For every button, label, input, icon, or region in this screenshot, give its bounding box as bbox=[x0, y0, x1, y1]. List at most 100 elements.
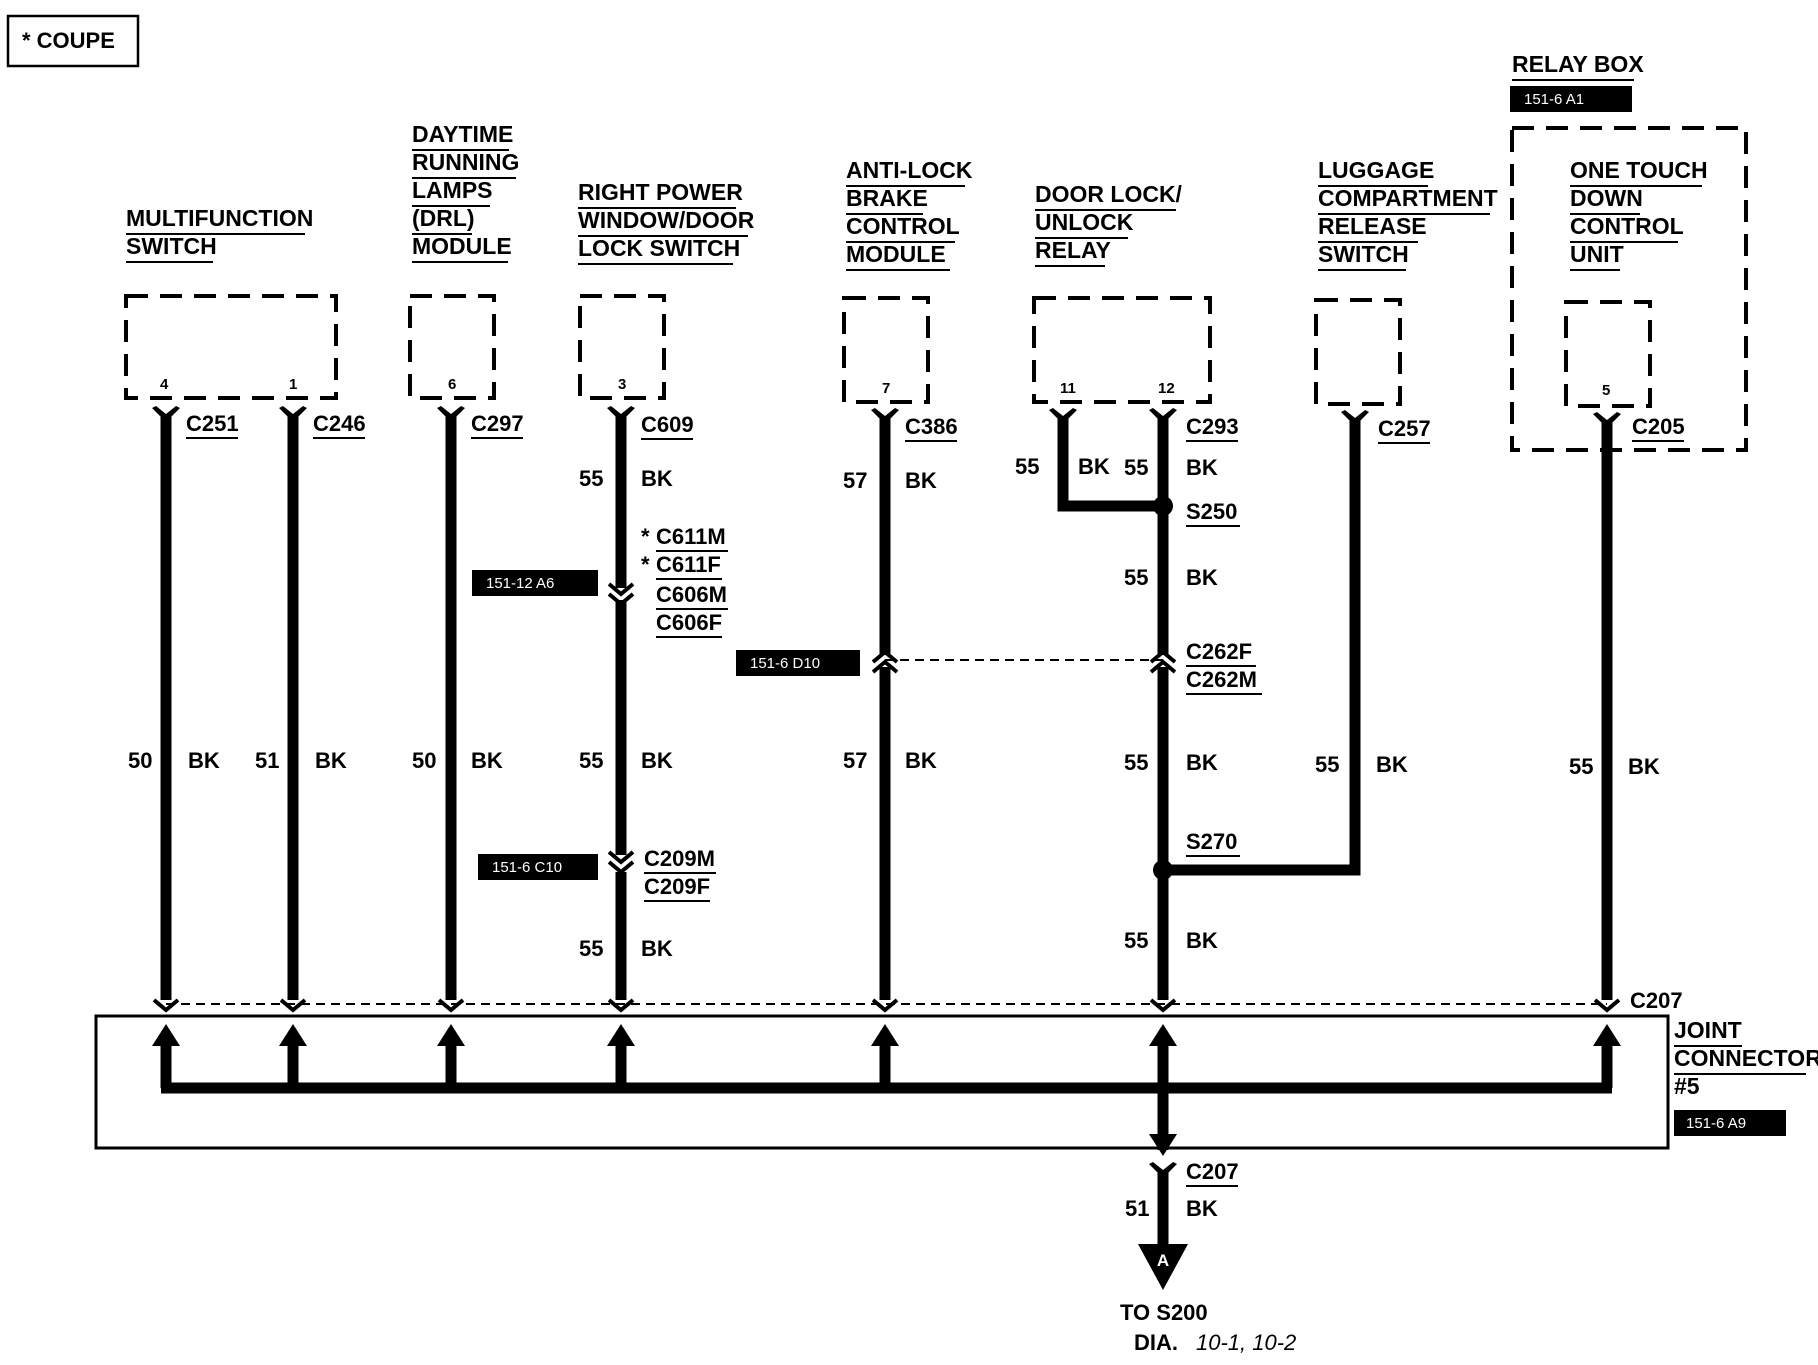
svg-text:C262M: C262M bbox=[1186, 667, 1257, 692]
svg-text:57: 57 bbox=[843, 468, 867, 493]
svg-text:ANTI-LOCK: ANTI-LOCK bbox=[846, 157, 973, 183]
svg-text:50: 50 bbox=[128, 748, 152, 773]
svg-text:WINDOW/DOOR: WINDOW/DOOR bbox=[578, 207, 755, 233]
svg-text:C251: C251 bbox=[186, 411, 239, 436]
relay-box-title: RELAY BOX bbox=[1512, 51, 1644, 77]
svg-text:MULTIFUNCTION: MULTIFUNCTION bbox=[126, 205, 313, 231]
wire-c257-to-s270 bbox=[1163, 418, 1361, 876]
joint-bus bbox=[160, 1036, 1613, 1150]
label-door-lock-relay: DOOR LOCK/ UNLOCK RELAY bbox=[1035, 181, 1183, 267]
svg-text:BK: BK bbox=[1186, 928, 1218, 953]
arrow-a bbox=[1138, 1244, 1188, 1290]
joint-arrows bbox=[152, 1024, 1621, 1156]
label-abs-module: ANTI-LOCK BRAKE CONTROL MODULE bbox=[846, 157, 973, 271]
svg-text:55: 55 bbox=[1015, 454, 1039, 479]
door-lock-relay-box bbox=[1032, 296, 1212, 404]
tag-151-6-d10: 151-6 D10 bbox=[736, 650, 860, 676]
joint-connector-label: JOINT CONNECTOR #5 bbox=[1674, 1017, 1818, 1099]
svg-text:55: 55 bbox=[1569, 754, 1593, 779]
svg-text:C209M: C209M bbox=[644, 846, 715, 871]
svg-text:UNLOCK: UNLOCK bbox=[1035, 209, 1134, 235]
joint-connector-box bbox=[94, 1014, 1670, 1150]
svg-text:C386: C386 bbox=[905, 414, 958, 439]
svg-text:50: 50 bbox=[412, 748, 436, 773]
svg-text:BK: BK bbox=[1186, 565, 1218, 590]
svg-text:C257: C257 bbox=[1378, 416, 1431, 441]
svg-text:*: * bbox=[641, 524, 650, 549]
svg-text:BK: BK bbox=[315, 748, 347, 773]
relay-box-outline bbox=[1510, 126, 1748, 452]
pin-11: 11 bbox=[1060, 380, 1076, 397]
svg-text:C262F: C262F bbox=[1186, 639, 1252, 664]
svg-text:151-6 C10: 151-6 C10 bbox=[492, 859, 562, 876]
svg-text:ONE TOUCH: ONE TOUCH bbox=[1570, 157, 1708, 183]
inline-connector-marks bbox=[607, 582, 1177, 875]
svg-text:JOINT: JOINT bbox=[1674, 1017, 1742, 1043]
svg-text:C611F: C611F bbox=[656, 552, 721, 577]
svg-text:BK: BK bbox=[905, 468, 937, 493]
tag-151-6-a9: 151-6 A9 bbox=[1674, 1110, 1786, 1136]
svg-text:C205: C205 bbox=[1632, 414, 1685, 439]
svg-text:51: 51 bbox=[1125, 1196, 1149, 1221]
svg-text:CONNECTOR: CONNECTOR bbox=[1674, 1045, 1818, 1071]
svg-text:BK: BK bbox=[641, 936, 673, 961]
pin-12: 12 bbox=[1158, 380, 1175, 397]
svg-text:55: 55 bbox=[579, 466, 603, 491]
svg-text:MODULE: MODULE bbox=[846, 241, 946, 267]
svg-text:S270: S270 bbox=[1186, 829, 1237, 854]
connector-marks bbox=[152, 406, 1621, 428]
svg-text:RELEASE: RELEASE bbox=[1318, 213, 1427, 239]
pin-1: 1 bbox=[289, 376, 297, 393]
svg-text:BK: BK bbox=[905, 748, 937, 773]
drl-module-box bbox=[408, 294, 496, 400]
one-touch-unit-box bbox=[1564, 300, 1652, 408]
multifunction-switch-box bbox=[124, 294, 338, 400]
svg-text:C609: C609 bbox=[641, 412, 694, 437]
splice-s250 bbox=[1153, 496, 1173, 516]
svg-text:S250: S250 bbox=[1186, 499, 1237, 524]
svg-text:#5: #5 bbox=[1674, 1073, 1700, 1099]
svg-text:C246: C246 bbox=[313, 411, 366, 436]
svg-text:LAMPS: LAMPS bbox=[412, 177, 493, 203]
arrow-a-letter: A bbox=[1157, 1251, 1169, 1270]
dia-label: DIA. bbox=[1134, 1330, 1178, 1355]
svg-text:DOWN: DOWN bbox=[1570, 185, 1643, 211]
relay-box-ref-tag bbox=[1510, 86, 1632, 112]
wire-pin11-to-s250 bbox=[1057, 416, 1163, 512]
abs-module-box bbox=[842, 296, 930, 404]
svg-text:C297: C297 bbox=[471, 411, 524, 436]
svg-text:RUNNING: RUNNING bbox=[412, 149, 519, 175]
tag-151-6-c10: 151-6 C10 bbox=[478, 854, 598, 880]
pin-6: 6 bbox=[448, 376, 456, 393]
svg-text:RELAY: RELAY bbox=[1035, 237, 1111, 263]
connector-labels: C251 C246 C297 C609 C386 C293 C257 C205 … bbox=[186, 411, 1685, 1187]
svg-text:C207: C207 bbox=[1186, 1159, 1239, 1184]
svg-text:CONTROL: CONTROL bbox=[1570, 213, 1684, 239]
svg-text:55: 55 bbox=[579, 936, 603, 961]
svg-text:MODULE: MODULE bbox=[412, 233, 512, 259]
svg-text:55: 55 bbox=[1124, 455, 1148, 480]
coupe-note-box bbox=[6, 14, 140, 68]
svg-text:RIGHT POWER: RIGHT POWER bbox=[578, 179, 743, 205]
svg-text:C207: C207 bbox=[1630, 988, 1683, 1013]
svg-text:SWITCH: SWITCH bbox=[1318, 241, 1409, 267]
dia-pages: 10-1, 10-2 bbox=[1196, 1330, 1296, 1355]
right-power-window-box bbox=[578, 294, 666, 400]
svg-text:55: 55 bbox=[1124, 565, 1148, 590]
coupe-note: * COUPE bbox=[22, 28, 115, 53]
relay-box-ref: 151-6 A1 bbox=[1524, 91, 1584, 108]
svg-text:BK: BK bbox=[641, 748, 673, 773]
label-one-touch-unit: ONE TOUCH DOWN CONTROL UNIT bbox=[1570, 157, 1708, 271]
svg-text:BK: BK bbox=[1186, 1196, 1218, 1221]
svg-text:151-12 A6: 151-12 A6 bbox=[486, 575, 554, 592]
svg-text:SWITCH: SWITCH bbox=[126, 233, 217, 259]
wire-labels: 55 BK 57 BK 55 BK 55 BK 55 BK 50 BK 51 B… bbox=[128, 454, 1660, 1221]
svg-text:BRAKE: BRAKE bbox=[846, 185, 928, 211]
c207-lower-mark bbox=[1149, 1162, 1177, 1178]
svg-text:BK: BK bbox=[471, 748, 503, 773]
svg-text:LOCK SWITCH: LOCK SWITCH bbox=[578, 235, 740, 261]
svg-text:CONTROL: CONTROL bbox=[846, 213, 960, 239]
svg-text:*: * bbox=[641, 552, 650, 577]
